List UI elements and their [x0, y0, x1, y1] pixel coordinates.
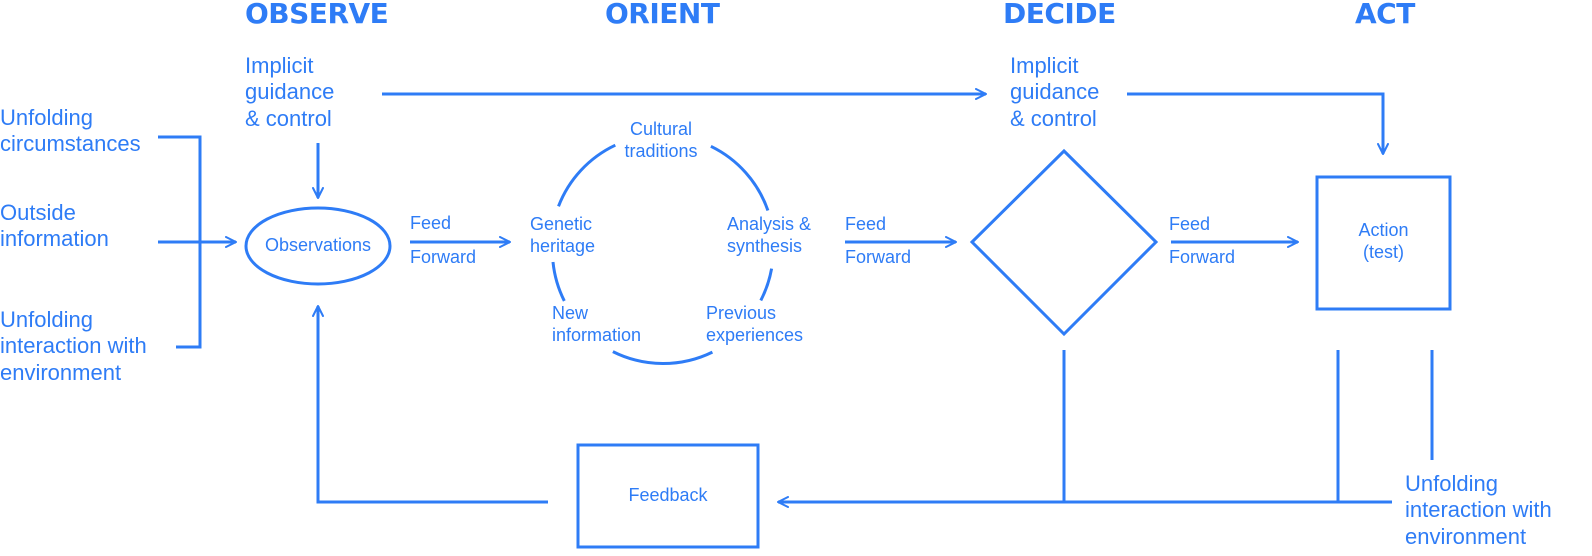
- orient-arc-top-right: [710, 144, 770, 211]
- decision-diamond: [969, 148, 1159, 337]
- input-outside-information: Outside information: [0, 200, 109, 252]
- header-act: ACT: [1355, 0, 1415, 30]
- feedback-to-observations-arrow: [312, 305, 548, 504]
- guidance-label-observe: Implicit guidance & control: [245, 53, 335, 131]
- forward-label-2: Forward: [845, 247, 912, 267]
- input-unfolding-circumstances: Unfolding circumstances: [0, 105, 141, 157]
- orient-arc-left: [551, 261, 566, 302]
- feedback-label: Feedback: [628, 485, 708, 505]
- action-box: [1315, 175, 1452, 311]
- input-unfolding-interaction: Unfolding interaction with environment: [0, 307, 147, 385]
- act-output-unfolding-interaction: Unfolding interaction with environment: [1405, 471, 1552, 549]
- observations-ellipse: [244, 206, 392, 286]
- orient-label-analysis-synthesis: Analysis & synthesis: [727, 214, 812, 256]
- observations-label: Observations: [264, 235, 372, 255]
- header-orient: ORIENT: [605, 0, 720, 30]
- forward-label-3: Forward: [1169, 247, 1236, 267]
- forward-label-1: Forward: [410, 247, 477, 267]
- orient-label-new-information: New information: [552, 303, 642, 345]
- header-decide: DECIDE: [1003, 0, 1116, 30]
- orient-label-cultural-traditions: Cultural traditions: [624, 119, 698, 161]
- orient-arc-right: [759, 268, 774, 302]
- guidance-label-decide: Implicit guidance & control: [1010, 53, 1100, 131]
- feed-label-1: Feed: [410, 213, 452, 233]
- orient-arc-bottom: [612, 350, 714, 366]
- orient-label-genetic-heritage: Genetic heritage: [530, 214, 596, 256]
- feed-label-2: Feed: [845, 214, 887, 234]
- feed-label-3: Feed: [1169, 214, 1211, 234]
- header-observe: OBSERVE: [245, 0, 389, 30]
- feedback-box: [576, 443, 760, 549]
- action-label: Action (test): [1358, 220, 1409, 262]
- guidance-to-action-arrow: [1127, 92, 1389, 155]
- orient-arc-top-left: [557, 143, 616, 207]
- orient-label-previous-experiences: Previous experiences: [706, 303, 804, 345]
